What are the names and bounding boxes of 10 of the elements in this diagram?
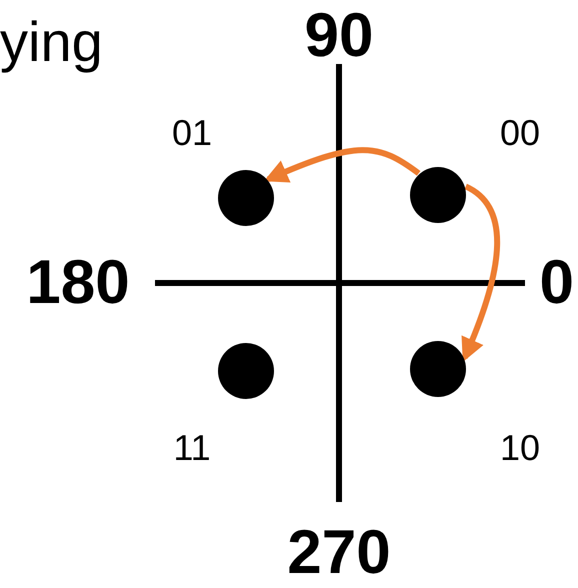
- axis-label: 0: [540, 252, 574, 314]
- arrow: [461, 184, 500, 362]
- axis-label: 180: [26, 252, 130, 314]
- bit-label: 00: [500, 115, 540, 151]
- axis-label: 90: [304, 5, 374, 67]
- bit-label: 10: [500, 430, 540, 466]
- bit-label: 11: [173, 430, 211, 466]
- arrow: [264, 147, 420, 183]
- bit-label: 01: [172, 115, 212, 151]
- axis-label: 270: [287, 522, 391, 584]
